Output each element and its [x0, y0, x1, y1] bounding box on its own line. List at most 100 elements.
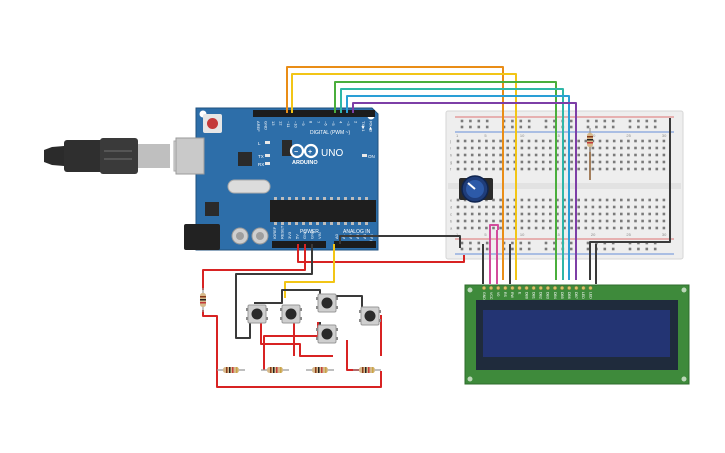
lcd-pin-label: LED — [588, 292, 592, 299]
usb-cable-icon — [44, 138, 197, 174]
lcd-screen — [483, 310, 670, 357]
power-header-label: POWER — [300, 229, 319, 235]
wire-black-rail-right — [589, 118, 671, 280]
digital-pin-label: 13 — [271, 121, 276, 126]
wire-orange — [286, 66, 504, 280]
lcd-pin-label: DB6 — [567, 292, 571, 299]
lcd-pin[interactable] — [588, 285, 593, 291]
resistor-icon[interactable] — [261, 367, 289, 373]
power-pin-label: RESET — [280, 225, 285, 239]
breadboard-row-label: j — [449, 139, 451, 144]
digital-pin-label: 12 — [279, 121, 284, 126]
breadboard-col-label: 5 — [484, 232, 487, 237]
lcd-pin-label: DB3 — [546, 292, 550, 299]
lcd-pin[interactable] — [524, 285, 529, 291]
wire-yellow — [291, 73, 517, 280]
lcd-pin[interactable] — [567, 285, 572, 291]
breadboard-row-label: e — [450, 198, 453, 203]
wire-blue — [346, 95, 570, 280]
pushbutton-icon[interactable] — [359, 306, 381, 326]
lcd-pin-label: DB0 — [524, 292, 528, 299]
power-pin-label: 5V — [295, 234, 300, 239]
lcd-pin[interactable] — [510, 285, 515, 291]
lcd-pin[interactable] — [545, 285, 550, 291]
lcd-pin[interactable] — [481, 285, 487, 291]
rx-led-label: RX — [258, 162, 264, 167]
breadboard-row-label: g — [450, 160, 452, 165]
lcd-pin-label: E — [517, 292, 521, 295]
breadboard-col-label: 25 — [626, 232, 631, 237]
power-pin-label: VIN — [317, 232, 322, 239]
lcd-pin[interactable] — [496, 285, 501, 291]
breadboard-col-label: 25 — [626, 133, 631, 138]
pushbutton-icon[interactable] — [246, 304, 268, 324]
lcd-pin-label: DB5 — [560, 292, 564, 299]
lcd-pin-label: RS — [503, 292, 507, 298]
breadboard-row-label: f — [450, 167, 452, 172]
breadboard-col-label: 15 — [555, 232, 560, 237]
wire-red-ladder-6 — [263, 322, 319, 370]
potentiometer-icon[interactable] — [459, 175, 493, 203]
breadboard-col-label: 15 — [555, 133, 560, 138]
digital-pin-header[interactable] — [253, 110, 375, 117]
digital-pin-label: ~11 — [286, 121, 291, 128]
digital-pin-label: 2 — [354, 121, 359, 124]
lcd-pin[interactable] — [552, 285, 558, 291]
reset-button[interactable] — [207, 118, 218, 129]
resistor-icon[interactable] — [217, 367, 245, 373]
digital-pin-label: GND — [264, 121, 269, 130]
wire-red-ladder-1 — [202, 244, 306, 290]
breadboard-row-label: c — [450, 212, 452, 217]
power-pin-label: GND — [302, 230, 307, 239]
lcd-pin-label: LED — [581, 292, 585, 299]
arduino-model-text: UNO — [321, 148, 343, 159]
digital-pin-label: 8 — [309, 121, 314, 124]
analog-pin-header[interactable] — [334, 241, 376, 248]
wire-red-5v — [297, 244, 465, 263]
wire-red-ladder-3 — [260, 322, 333, 357]
lcd-pin-label: VCC — [489, 292, 493, 300]
lcd-pin[interactable] — [503, 285, 508, 291]
breadboard-row-label: h — [450, 153, 452, 158]
power-pin-label: IOREF — [272, 226, 277, 239]
pushbutton-icon[interactable] — [316, 293, 338, 313]
digital-pin-label: AREF — [256, 121, 261, 132]
lcd-pin[interactable] — [538, 285, 543, 291]
digital-pin-label: ~3 — [346, 121, 351, 126]
resistor-icon[interactable] — [353, 367, 381, 373]
breadboard-col-label: 20 — [591, 232, 596, 237]
lcd-pin-label: GND — [482, 292, 486, 300]
analog-pin-label: A0 — [334, 233, 339, 239]
lcd-pin[interactable] — [531, 285, 536, 291]
resistor-icon[interactable] — [587, 128, 593, 152]
pushbutton-icon[interactable] — [316, 324, 338, 344]
breadboard-col-label: 20 — [591, 133, 596, 138]
digital-pin-label: ~5 — [331, 121, 336, 126]
tx-led-label: TX — [258, 154, 264, 159]
pushbutton-icon[interactable] — [280, 304, 302, 324]
breadboard-col-label: 10 — [520, 133, 525, 138]
wire-a0-black — [339, 235, 461, 248]
lcd-pin[interactable] — [560, 285, 565, 291]
breadboard-row-label: b — [450, 219, 453, 224]
lcd-pin-label: DB2 — [539, 292, 543, 299]
wire-pink-1 — [489, 224, 499, 284]
resistor-icon[interactable] — [200, 288, 206, 312]
power-pin-label: GND — [310, 230, 315, 239]
resistor-icon[interactable] — [306, 367, 334, 373]
digital-pin-label: 4 — [339, 121, 344, 124]
breadboard-col-label: 1 — [456, 133, 459, 138]
lcd-pin-label: DB7 — [574, 292, 578, 299]
breadboard-col-label: 1 — [456, 232, 459, 237]
wire-red-ladder-2 — [202, 310, 382, 388]
arduino-brand-text: ARDUINO — [292, 160, 318, 166]
arduino-logo-icon: − + — [289, 143, 319, 159]
lcd-pin[interactable] — [581, 285, 586, 291]
lcd-pin[interactable] — [489, 285, 494, 291]
wire-black-gnd-1 — [235, 244, 313, 339]
lcd-pin[interactable] — [517, 285, 522, 291]
arduino-uno-board[interactable]: − + ARDUINO UNO DIGITAL (PWM ~) POWER AN… — [175, 107, 379, 251]
on-led-label: ON — [368, 154, 375, 159]
lcd-pin[interactable] — [574, 285, 579, 291]
